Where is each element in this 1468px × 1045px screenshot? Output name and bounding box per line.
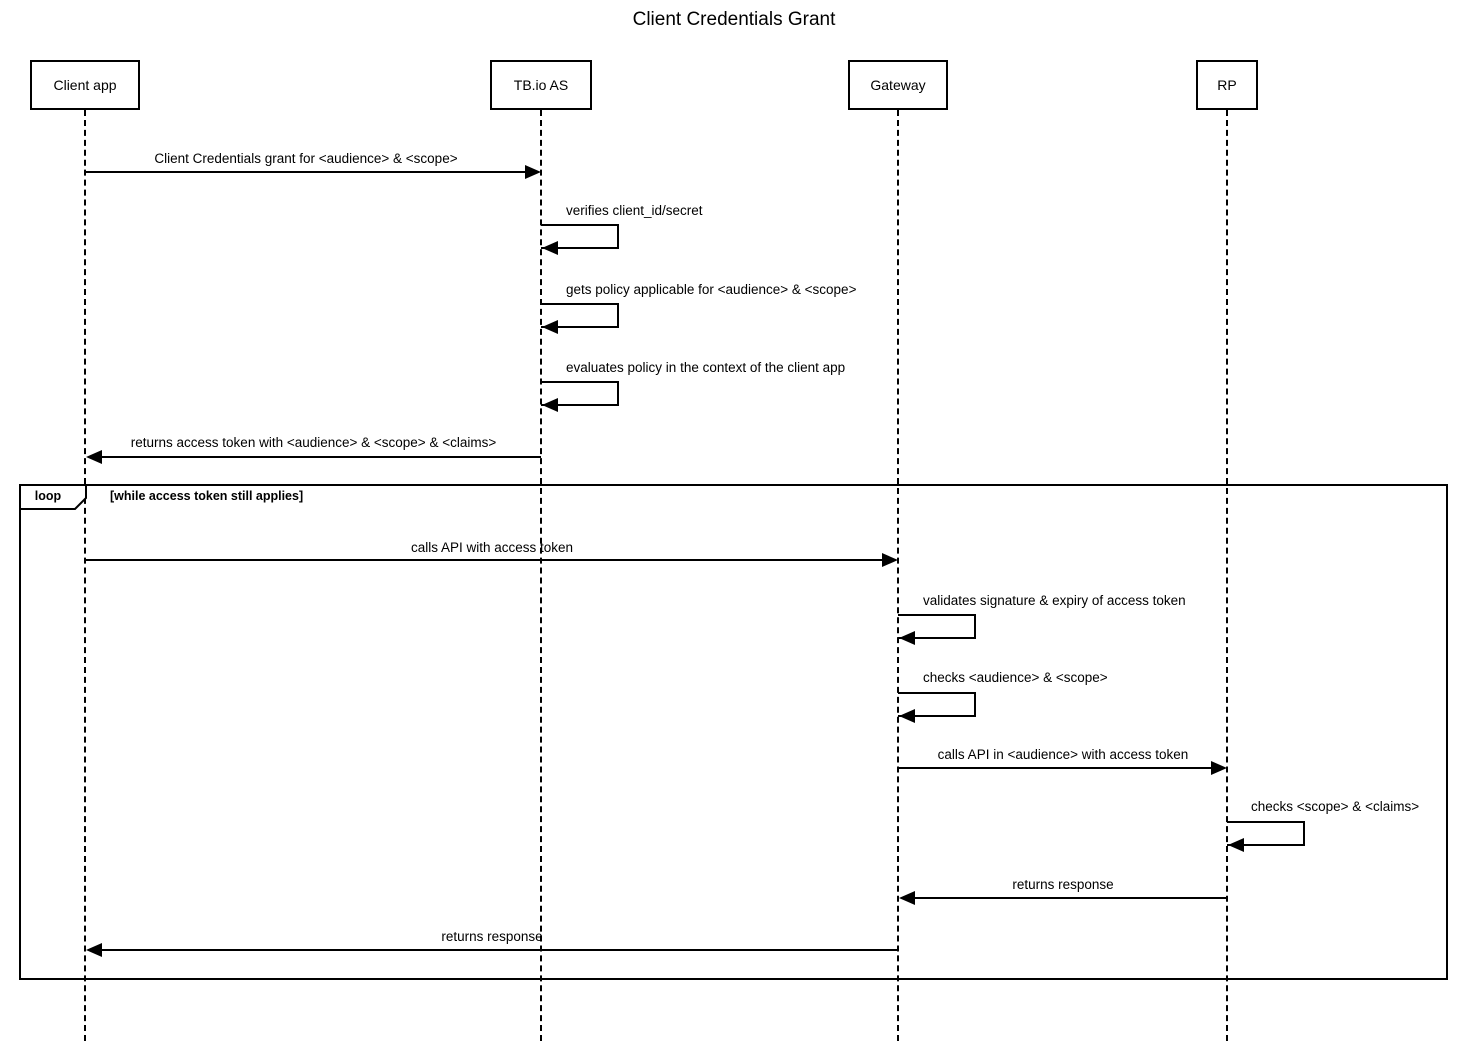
arrowhead-left-icon xyxy=(542,398,558,412)
self-message-label: evaluates policy in the context of the c… xyxy=(566,360,846,375)
loop-condition-label: [while access token still applies] xyxy=(110,489,304,503)
self-message-line xyxy=(541,303,619,328)
message-label: calls API in <audience> with access toke… xyxy=(937,747,1189,762)
participant-label: TB.io AS xyxy=(513,77,569,93)
self-message-line xyxy=(898,692,976,717)
self-message-line xyxy=(898,614,976,639)
arrowhead-left-icon xyxy=(542,241,558,255)
lifeline-gateway xyxy=(897,110,899,1041)
arrowhead-right-icon xyxy=(882,553,898,567)
message-line xyxy=(100,949,898,951)
participant-label: Gateway xyxy=(870,77,926,93)
participant-box-client-app: Client app xyxy=(30,60,140,110)
message-line xyxy=(100,456,541,458)
self-message-line xyxy=(1227,821,1305,846)
self-message-label: validates signature & expiry of access t… xyxy=(923,593,1186,608)
participant-label: Client app xyxy=(53,77,117,93)
self-message-label: verifies client_id/secret xyxy=(566,203,703,218)
message-label: returns response xyxy=(1012,877,1114,892)
message-line xyxy=(86,171,527,173)
lifeline-client-app xyxy=(84,110,86,1041)
lifeline-tbio-as xyxy=(540,110,542,1041)
arrowhead-left-icon xyxy=(899,709,915,723)
arrowhead-left-icon xyxy=(899,631,915,645)
message-label: calls API with access token xyxy=(410,540,574,555)
loop-operator-badge: loop xyxy=(19,484,87,510)
message-line xyxy=(899,767,1213,769)
participant-label: RP xyxy=(1217,77,1237,93)
self-message-line xyxy=(541,381,619,406)
arrowhead-left-icon xyxy=(86,943,102,957)
loop-fragment-frame xyxy=(19,484,1448,980)
diagram-title: Client Credentials Grant xyxy=(632,9,836,30)
participant-box-rp: RP xyxy=(1196,60,1258,110)
arrowhead-left-icon xyxy=(1228,838,1244,852)
self-message-label: checks <audience> & <scope> xyxy=(923,670,1108,685)
participant-box-tbio-as: TB.io AS xyxy=(490,60,592,110)
lifeline-rp xyxy=(1226,110,1228,1041)
arrowhead-left-icon xyxy=(86,450,102,464)
arrowhead-left-icon xyxy=(899,891,915,905)
message-line xyxy=(86,559,884,561)
loop-pentagon-icon xyxy=(19,484,87,510)
self-message-label: gets policy applicable for <audience> & … xyxy=(566,282,857,297)
message-label: returns access token with <audience> & <… xyxy=(130,435,497,450)
self-message-line xyxy=(541,224,619,249)
loop-operator-label: loop xyxy=(34,489,62,503)
message-label: returns response xyxy=(441,929,543,944)
message-line xyxy=(913,897,1227,899)
participant-box-gateway: Gateway xyxy=(848,60,948,110)
message-label: Client Credentials grant for <audience> … xyxy=(154,151,458,166)
arrowhead-right-icon xyxy=(525,165,541,179)
arrowhead-left-icon xyxy=(542,320,558,334)
self-message-label: checks <scope> & <claims> xyxy=(1251,799,1420,814)
arrowhead-right-icon xyxy=(1211,761,1227,775)
